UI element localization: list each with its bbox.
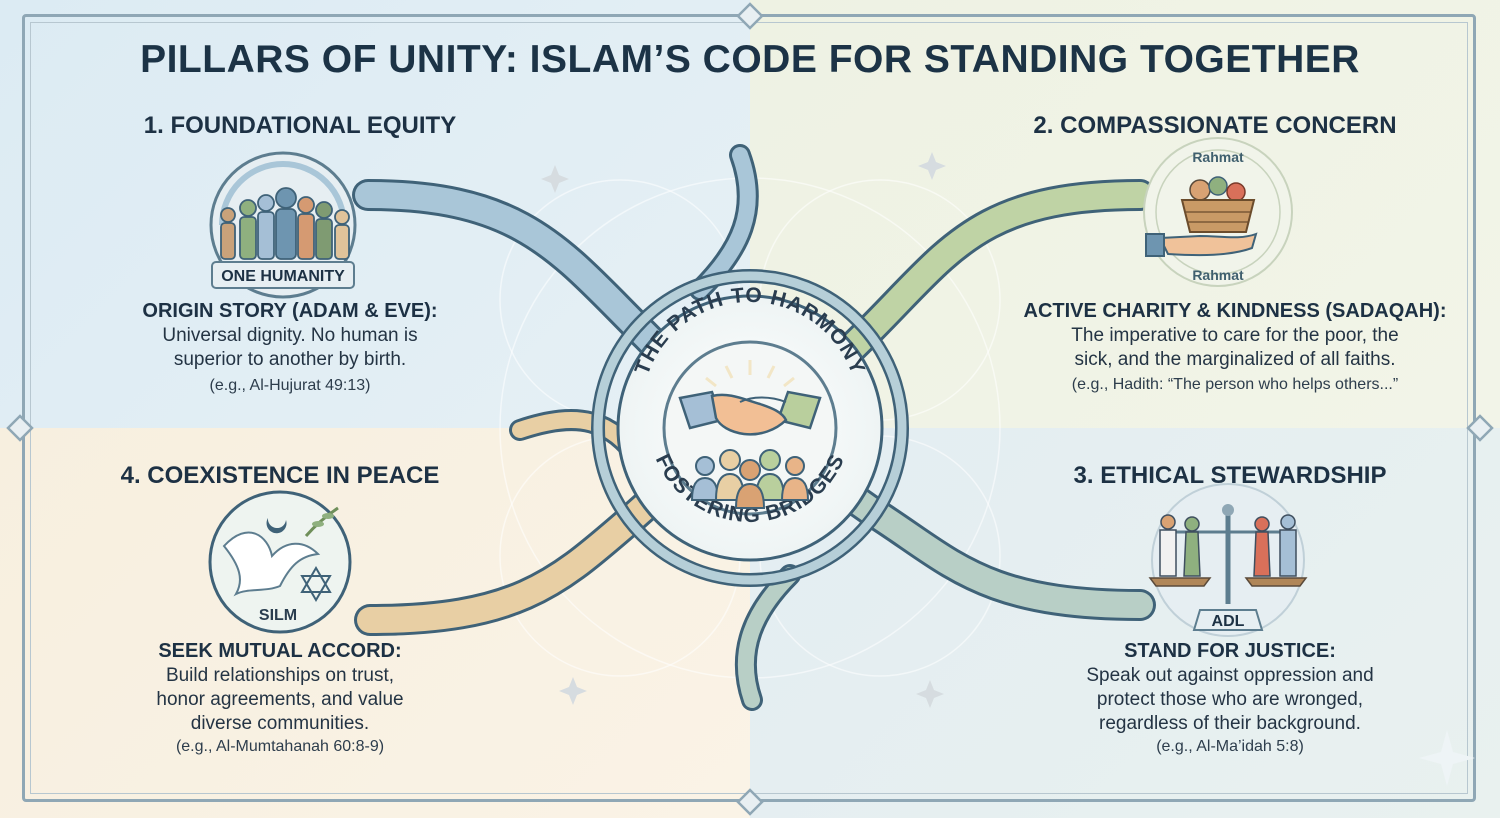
justice-scale-icon: ADL	[1148, 483, 1308, 637]
pillar-4-subheading: SEEK MUTUAL ACCORD:	[158, 640, 402, 662]
rahmat-label-top: Rahmat	[1192, 149, 1244, 165]
pillar-4-reference: (e.g., Al-Mumtahanah 60:8-9)	[175, 738, 385, 755]
pillar-2-body: The imperative to care for the poor, the…	[1010, 324, 1460, 372]
pillar-4-body-line: honor agreements, and value	[156, 689, 404, 710]
sparkles	[541, 152, 1475, 786]
one-humanity-label: ONE HUMANITY	[221, 268, 345, 285]
adl-label: ADL	[1212, 613, 1245, 630]
pillar-4-body-line: Build relationships on trust,	[165, 665, 395, 686]
silm-label: SILM	[259, 607, 297, 624]
page-title: PILLARS OF UNITY: ISLAM’S CODE FOR STAND…	[140, 38, 1360, 81]
pillar-3-body-line: regardless of their background.	[1099, 713, 1361, 734]
frame-ornaments	[6, 2, 1494, 816]
pillar-4-heading: 4. COEXISTENCE IN PEACE	[120, 462, 440, 489]
community-icon	[690, 449, 810, 509]
pillar-1-reference: (e.g., Al-Hujurat 49:13)	[209, 377, 371, 394]
pillar-2-heading: 2. COMPASSIONATE CONCERN	[1033, 112, 1397, 139]
peace-dove-icon: SILM	[208, 490, 352, 634]
pillar-1-body-line: Universal dignity. No human is	[162, 325, 418, 346]
charity-basket-icon: Rahmat Rahmat	[1143, 137, 1293, 287]
pillar-1-subheading: ORIGIN STORY (ADAM & EVE):	[142, 300, 438, 322]
pillar-4-body-line: diverse communities.	[190, 713, 370, 734]
pillar-3-body: Speak out against oppression and protect…	[1040, 664, 1420, 736]
pillar-1-heading: 1. FOUNDATIONAL EQUITY	[143, 112, 457, 139]
pillar-3-subheading: STAND FOR JUSTICE:	[1124, 640, 1336, 662]
pillar-2-subheading: ACTIVE CHARITY & KINDNESS (SADAQAH):	[1023, 300, 1447, 322]
quadrant-ethical-stewardship	[750, 428, 1500, 818]
pillar-3-heading: 3. ETHICAL STEWARDSHIP	[1073, 462, 1387, 489]
quadrant-compassionate-concern	[750, 0, 1500, 428]
pillar-3-reference: (e.g., Al-Ma’idah 5:8)	[1156, 738, 1304, 755]
pillar-2-reference: (e.g., Hadith: “The person who helps oth…	[1071, 376, 1399, 393]
pillar-2-body-line: The imperative to care for the poor, the	[1071, 325, 1399, 346]
handshake-icon	[678, 360, 822, 436]
pillar-3-body-line: protect those who are wronged,	[1096, 689, 1364, 710]
pillar-1-body: Universal dignity. No human is superior …	[80, 324, 500, 372]
pillar-2-body-line: sick, and the marginalized of all faiths…	[1074, 349, 1396, 370]
rahmat-label-bottom: Rahmat	[1192, 267, 1244, 283]
one-humanity-icon: ONE HUMANITY	[209, 151, 357, 299]
quadrant-foundational-equity	[0, 0, 750, 428]
pillar-4-body: Build relationships on trust, honor agre…	[70, 664, 490, 736]
pillar-1-body-line: superior to another by birth.	[173, 349, 407, 370]
pillar-3-body-line: Speak out against oppression and	[1086, 665, 1374, 686]
